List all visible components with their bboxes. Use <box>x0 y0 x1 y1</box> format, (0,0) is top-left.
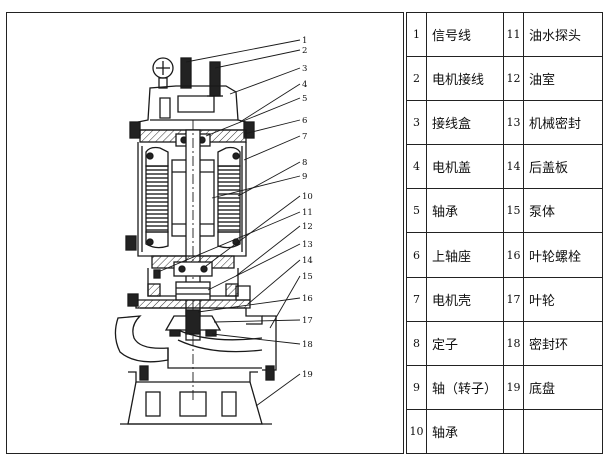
callout-13: 13 <box>302 240 313 250</box>
callout-18: 18 <box>302 340 313 350</box>
callout-10: 10 <box>302 192 313 202</box>
part-name-8: 定子 <box>426 320 504 366</box>
parts-legend-table: 1 信号线 11 油水探头 2 电机接线 12 油室 3 接线盒 13 机械密封… <box>406 11 603 455</box>
part-number-6: 6 <box>406 232 427 278</box>
callout-16: 16 <box>302 294 313 304</box>
part-number-16: 16 <box>503 232 524 278</box>
part-name-6: 上轴座 <box>426 232 504 278</box>
callout-7: 7 <box>302 132 307 142</box>
pump-cross-section-drawing: 1 2 3 4 5 6 7 8 9 10 11 12 13 14 15 16 1… <box>114 36 313 425</box>
callout-8: 8 <box>302 158 307 168</box>
part-name-14: 后盖板 <box>523 144 603 190</box>
callout-15: 15 <box>302 272 313 282</box>
part-number-17: 17 <box>503 276 524 322</box>
part-name-2: 电机接线 <box>426 56 504 102</box>
table-row: 2 电机接线 12 油室 <box>406 56 603 102</box>
callout-12: 12 <box>302 222 313 232</box>
table-row: 9 轴（转子） 19 底盘 <box>406 364 603 410</box>
part-number-10: 10 <box>406 408 427 455</box>
table-row: 5 轴承 15 泵体 <box>406 188 603 234</box>
callout-5: 5 <box>302 94 307 104</box>
table-row: 8 定子 18 密封环 <box>406 320 603 366</box>
sealing-ring <box>169 329 217 337</box>
part-name-5: 轴承 <box>426 188 504 234</box>
part-name-3: 接线盒 <box>426 100 504 146</box>
part-name-9: 轴（转子） <box>426 364 504 410</box>
part-number-8: 8 <box>406 320 427 366</box>
table-row: 10 轴承 <box>406 408 603 455</box>
part-number-19: 19 <box>503 364 524 410</box>
callout-6: 6 <box>302 116 307 126</box>
callout-4: 4 <box>302 80 307 90</box>
part-number-13: 13 <box>503 100 524 146</box>
stator <box>145 146 241 249</box>
callout-3: 3 <box>302 64 307 74</box>
part-number-7: 7 <box>406 276 427 322</box>
mechanical-seal <box>175 281 211 301</box>
junction-box <box>129 85 255 139</box>
part-name-19: 底盘 <box>523 364 603 410</box>
part-number-11: 11 <box>503 11 524 58</box>
part-number-5: 5 <box>406 188 427 234</box>
part-name-15: 泵体 <box>523 188 603 234</box>
callout-17: 17 <box>302 316 313 326</box>
part-number-1: 1 <box>406 11 427 58</box>
part-number-12: 12 <box>503 56 524 102</box>
cable-gland-signal <box>180 57 192 89</box>
callout-2: 2 <box>302 46 307 56</box>
part-name-1: 信号线 <box>426 11 504 58</box>
leader-lines <box>157 39 301 407</box>
back-cover-plate <box>127 285 251 309</box>
table-row: 4 电机盖 14 后盖板 <box>406 144 603 190</box>
pump-drawing-frame <box>6 12 404 454</box>
part-number-3: 3 <box>406 100 427 146</box>
table-row: 1 信号线 11 油水探头 <box>406 11 603 58</box>
part-name-16: 叶轮螺栓 <box>523 232 603 278</box>
callout-14: 14 <box>302 256 313 266</box>
table-row: 7 电机壳 17 叶轮 <box>406 276 603 322</box>
part-name-7: 电机壳 <box>426 276 504 322</box>
empty-cell <box>503 408 524 455</box>
lower-bearing-seat <box>151 255 235 277</box>
callout-1: 1 <box>302 36 307 46</box>
impeller <box>164 309 222 335</box>
part-number-15: 15 <box>503 188 524 234</box>
part-number-9: 9 <box>406 364 427 410</box>
callout-11: 11 <box>302 208 313 218</box>
callout-labels: 1 2 3 4 5 6 7 8 9 10 11 12 13 14 15 16 1… <box>302 36 313 380</box>
part-name-4: 电机盖 <box>426 144 504 190</box>
part-number-4: 4 <box>406 144 427 190</box>
base-stand <box>120 365 275 425</box>
part-number-2: 2 <box>406 56 427 102</box>
empty-cell <box>523 408 603 455</box>
part-number-14: 14 <box>503 144 524 190</box>
table-row: 3 接线盒 13 机械密封 <box>406 100 603 146</box>
part-name-10: 轴承 <box>426 408 504 455</box>
part-name-11: 油水探头 <box>523 11 603 58</box>
lifting-ring <box>152 57 174 89</box>
part-name-18: 密封环 <box>523 320 603 366</box>
part-number-18: 18 <box>503 320 524 366</box>
part-name-12: 油室 <box>523 56 603 102</box>
callout-19: 19 <box>302 370 313 380</box>
table-row: 6 上轴座 16 叶轮螺栓 <box>406 232 603 278</box>
part-name-13: 机械密封 <box>523 100 603 146</box>
callout-9: 9 <box>302 172 307 182</box>
part-name-17: 叶轮 <box>523 276 603 322</box>
